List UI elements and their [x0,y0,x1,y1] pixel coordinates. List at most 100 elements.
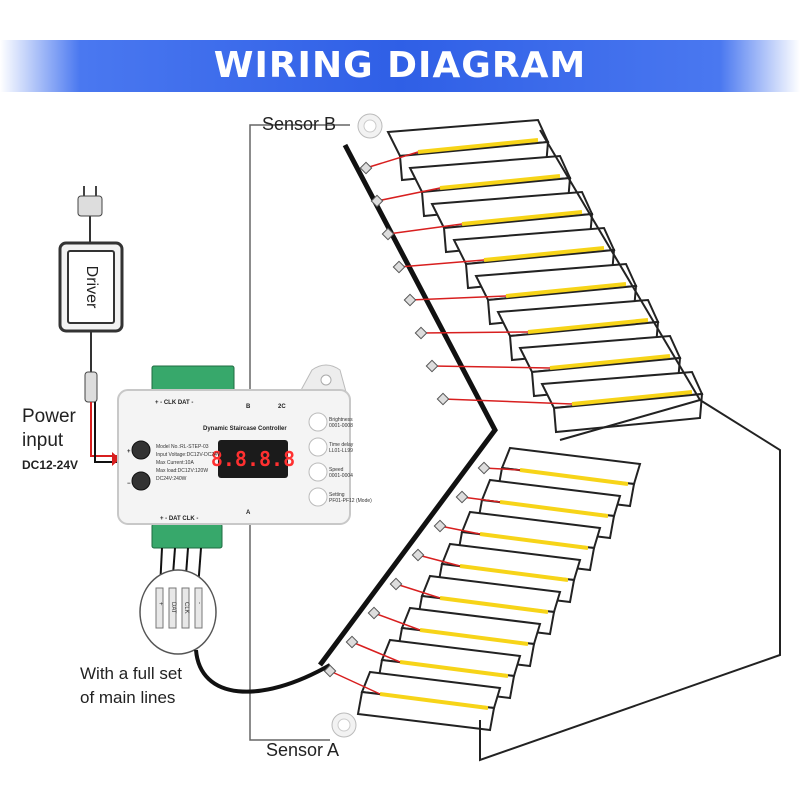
controller-name: Dynamic Staircase Controller [203,426,287,432]
led-strip [459,564,569,582]
led-strip [379,692,489,710]
svg-text:DAT: DAT [170,602,176,614]
main-lines-label-2: of main lines [80,688,176,707]
svg-text:DC24V:240W: DC24V:240W [156,476,187,482]
junction [389,577,403,591]
power-label-line2: input [22,430,64,451]
bottom-terminal [151,523,223,549]
led-wire [395,583,441,599]
junction [477,461,491,475]
led-wire [398,259,485,268]
led-strip [483,246,605,262]
led-wire [373,612,421,631]
junction [345,635,359,649]
staircase [323,118,781,762]
dc-jack-minus [131,471,151,491]
display-digits: 8.8.8.8 [211,447,295,471]
led-strip [505,282,627,298]
power-label-line1: Power [22,406,76,427]
connector-icon [84,371,98,403]
controller: + - CLK DAT - Dynamic Staircase Controll… [117,364,372,549]
led-wire [420,331,529,334]
junction [392,260,406,274]
led-strip [417,138,539,154]
led-strip [499,500,609,518]
junction [436,392,450,406]
led-wire [439,525,481,535]
led-wire [329,670,381,695]
main-lines: + DAT CLK - [139,547,331,694]
svg-text:Brightness: Brightness [329,417,353,423]
stair-wall [479,129,781,762]
sensor-a-label: Sensor A [266,740,340,760]
led-strip [571,390,693,406]
speed-button[interactable] [308,462,328,482]
time-delay-button[interactable] [308,437,328,457]
led-strip [519,468,629,486]
arrow-icon [112,452,120,466]
port-a-label: A [246,510,251,516]
junction [367,606,381,620]
driver-label: Driver [83,266,100,309]
driver: Driver [58,186,124,466]
led-strip [439,174,561,190]
svg-text:0001-0004: 0001-0004 [329,473,353,479]
led-strip [419,628,529,646]
landing-edge [559,399,701,441]
junction [414,326,428,340]
main-lines-label-1: With a full set [80,664,183,683]
bottom-terminal-labels: + - DAT CLK - [160,516,198,522]
svg-text:Input Voltage:DC12V-DC24V: Input Voltage:DC12V-DC24V [156,452,221,458]
sensor-b [357,113,383,139]
dc-jack-plus [131,440,151,460]
svg-text:−: − [127,481,131,487]
junction [403,293,417,307]
setting-button[interactable] [308,487,328,507]
svg-text:Speed: Speed [329,467,344,473]
svg-text:CLK: CLK [183,602,189,614]
svg-text:Setting: Setting [329,492,345,498]
junction [381,227,395,241]
led-wire [376,187,441,202]
led-strip [461,210,583,226]
spec-lines: Model No.:RL-STEP-03 Input Voltage:DC12V… [156,444,221,482]
led-strip [399,660,509,678]
brightness-button[interactable] [308,412,328,432]
power-spec: DC12-24V [22,458,79,472]
title-banner [0,40,800,92]
svg-text:Max load:DC12V:120W: Max load:DC12V:120W [156,468,208,474]
junction [370,194,384,208]
sensor-a [331,712,357,738]
led-wire [417,554,461,567]
svg-text:LL01-LL99: LL01-LL99 [329,448,353,454]
led-wire [442,398,573,405]
junction [359,161,373,175]
page-title: WIRING DIAGRAM [213,45,587,86]
led-strip [479,532,589,550]
svg-text:0001-0008: 0001-0008 [329,423,353,429]
top-terminal [151,365,235,393]
led-wire [365,151,419,169]
junction [433,519,447,533]
svg-text:PF01-PF12 (Mode): PF01-PF12 (Mode) [329,498,372,504]
main-cable [317,143,498,667]
led-strip [439,596,549,614]
svg-text:Max Current:10A: Max Current:10A [156,460,194,466]
junction [455,490,469,504]
port-2c-label: 2C [278,404,286,410]
stair-riser [552,392,704,434]
led-wire [351,641,401,663]
junction [411,548,425,562]
connector-zoom [139,569,217,655]
svg-text:Model No.:RL-STEP-03: Model No.:RL-STEP-03 [156,444,209,450]
display [218,440,288,478]
led-wire [431,365,551,369]
led-strip [527,318,649,334]
led-strip [549,354,671,370]
top-terminal-labels: + - CLK DAT - [155,400,193,406]
svg-text:+: + [127,449,131,455]
sensor-b-label: Sensor B [262,114,337,134]
port-b-label: B [246,404,251,410]
junction [323,664,337,678]
